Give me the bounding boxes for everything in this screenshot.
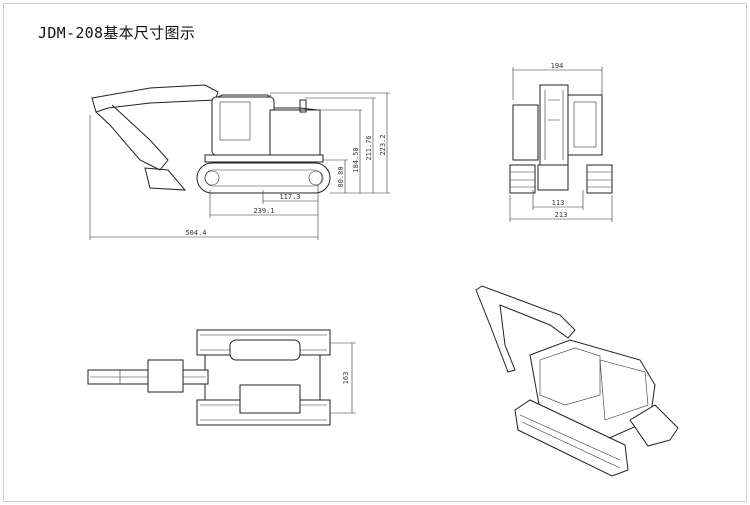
side-view-excavator (91, 84, 331, 194)
top-view-dimensions (330, 342, 356, 414)
dim-height-cab: 184.50 (352, 147, 360, 172)
top-view-excavator (87, 329, 331, 426)
dim-upper-width: 194 (551, 62, 564, 70)
front-view-excavator (509, 84, 613, 194)
dim-height-exhaust: 211.76 (365, 135, 373, 160)
dim-track-span: 163 (342, 372, 350, 385)
isometric-view-excavator (475, 285, 679, 477)
sheet-border (3, 3, 747, 502)
dim-rear-to-center: 117.3 (279, 193, 300, 201)
dim-overall-width: 213 (555, 211, 568, 219)
side-view-dimensions (89, 92, 390, 240)
drawing-title: JDM-208基本尺寸图示 (38, 24, 196, 42)
dim-height-counterweight: 80.80 (337, 166, 345, 187)
dim-height-total: 223.2 (379, 134, 387, 155)
dim-track-length: 239.1 (253, 207, 274, 215)
front-view-dimensions (509, 67, 613, 222)
dim-track-gauge: 113 (552, 199, 565, 207)
dim-overall-length: 504.4 (185, 229, 206, 237)
